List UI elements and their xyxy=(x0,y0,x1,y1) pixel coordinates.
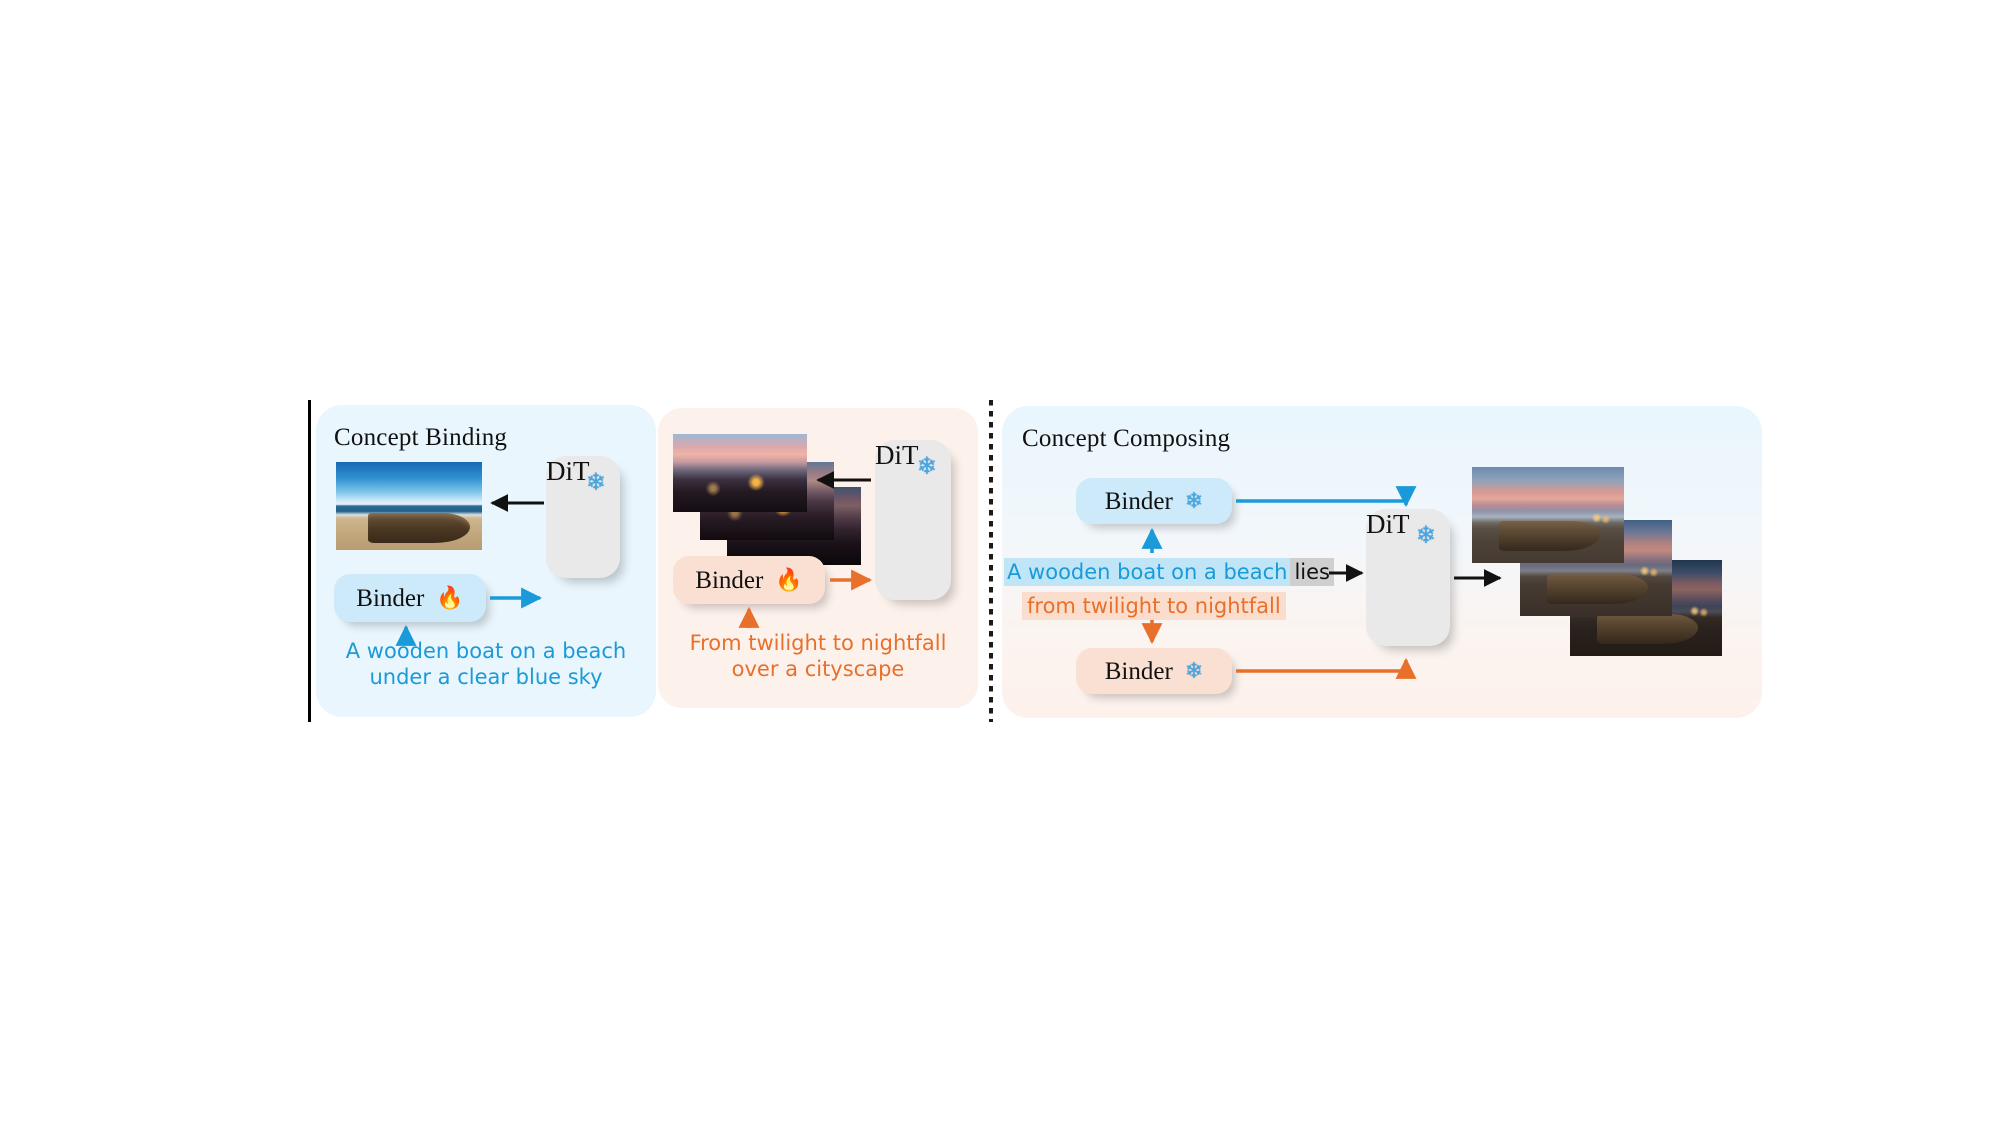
binder-module-training[interactable]: Binder 🔥 xyxy=(673,556,825,604)
composed-prompt-line-2: from twilight to nightfall xyxy=(1022,592,1286,620)
snowflake-icon: ❄ xyxy=(1184,488,1204,513)
dit-label: DiT xyxy=(875,440,919,470)
binder-label: Binder xyxy=(356,584,425,612)
dit-module-training[interactable]: ❄ DiT xyxy=(875,440,951,600)
snowflake-icon: ❄ xyxy=(916,454,937,480)
panel-title-concept-composing: Concept Composing xyxy=(1022,425,1231,452)
boat-shape xyxy=(1499,520,1600,552)
binder-label: Binder xyxy=(1104,487,1173,515)
dit-module-binding[interactable]: ❄ DiT xyxy=(546,456,620,578)
prompt-text-training: From twilight to nightfall over a citysc… xyxy=(689,631,947,682)
output-image-beach-day xyxy=(336,462,482,550)
snowflake-icon: ❄ xyxy=(1184,658,1204,683)
panel-title-concept-binding: Concept Binding xyxy=(334,424,508,451)
prompt-segment-orange: from twilight to nightfall xyxy=(1022,592,1286,620)
boat-shape xyxy=(1547,573,1648,605)
panel-divider-solid xyxy=(308,400,311,722)
prompt-segment-blue: A wooden boat on a beach xyxy=(1004,558,1291,586)
boat-shape xyxy=(368,513,471,543)
snowflake-icon: ❄ xyxy=(585,470,606,496)
binder-label: Binder xyxy=(695,566,764,594)
binder-module-composing-bottom[interactable]: Binder ❄ xyxy=(1076,648,1232,694)
boat-shape xyxy=(1597,613,1698,645)
prompt-segment-neutral: lies xyxy=(1290,558,1334,586)
binder-module-composing-top[interactable]: Binder ❄ xyxy=(1076,478,1232,524)
dit-label: DiT xyxy=(1366,509,1410,539)
fire-icon: 🔥 xyxy=(436,585,464,610)
prompt-text-binding: A wooden boat on a beach under a clear b… xyxy=(345,639,627,690)
snowflake-icon: ❄ xyxy=(1415,523,1436,549)
output-image-boat-twilight-1 xyxy=(1472,467,1624,563)
fire-icon: 🔥 xyxy=(775,567,803,592)
panel-divider-dotted xyxy=(989,400,993,722)
binder-label: Binder xyxy=(1104,657,1173,685)
dit-module-composing[interactable]: ❄ DiT xyxy=(1366,509,1450,646)
dit-label: DiT xyxy=(546,456,590,486)
binder-module-binding[interactable]: Binder 🔥 xyxy=(334,574,486,622)
output-image-cityscape-1 xyxy=(673,434,807,512)
